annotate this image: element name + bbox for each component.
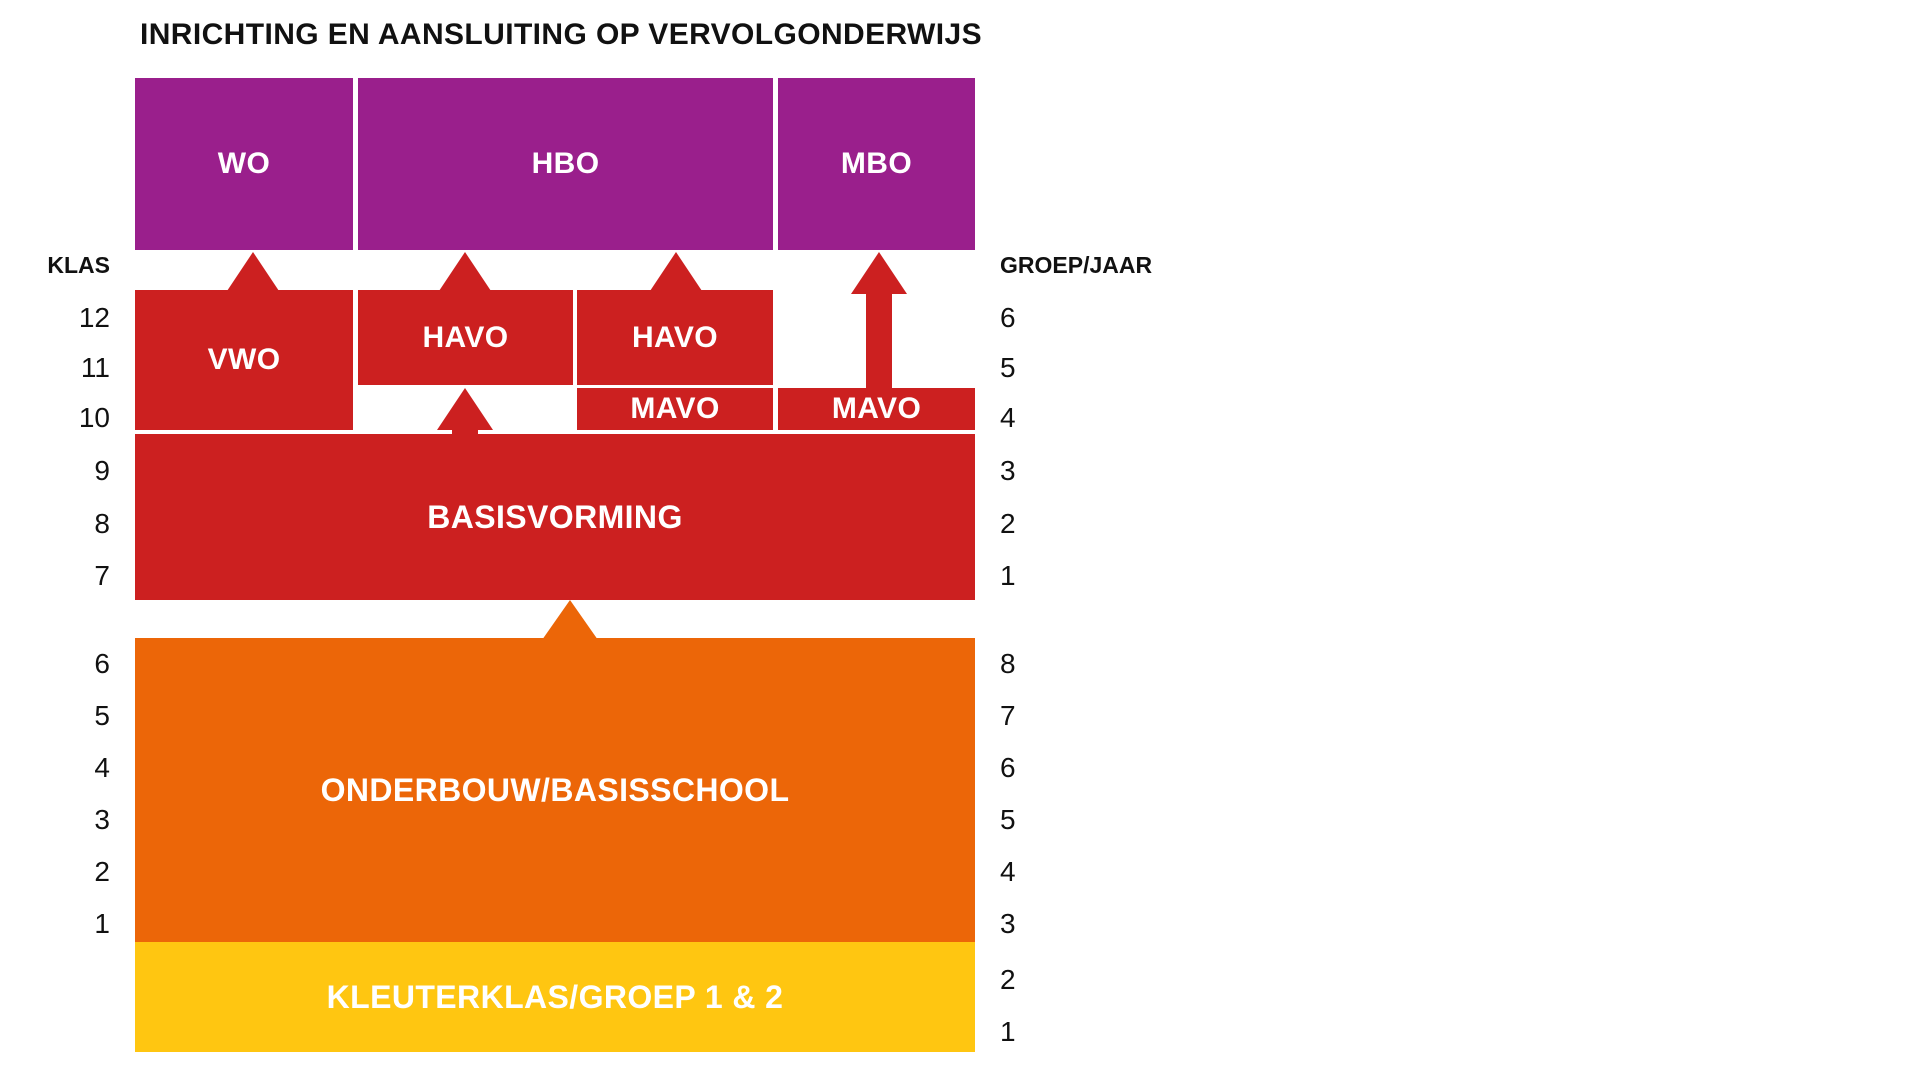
block-kleuterklas: KLEUTERKLAS/GROEP 1 & 2 [135, 942, 975, 1052]
block-mbo: MBO [778, 78, 975, 250]
axis-left-number-8: 8 [94, 508, 110, 539]
axis-left-number-6: 6 [94, 648, 110, 679]
axis-right-number-1-kindergarten: 1 [1000, 1016, 1016, 1047]
axis-right-number-7-primary: 7 [1000, 700, 1016, 731]
block-havo-left: HAVO [358, 290, 573, 385]
arrow-havo2-to-hbo-head [648, 252, 704, 294]
block-basisvorming-label: BASISVORMING [427, 498, 683, 535]
block-onderbouw-basisschool: ONDERBOUW/BASISSCHOOL [135, 638, 975, 942]
block-hbo-label: HBO [531, 147, 600, 180]
axis-left-number-4: 4 [94, 752, 110, 783]
axis-right-number-2-kindergarten: 2 [1000, 964, 1016, 995]
arrow-mavo-to-mbo-shaft [866, 290, 892, 390]
axis-left-header: KLAS [47, 252, 110, 278]
axis-right-number-3-primary: 3 [1000, 908, 1016, 939]
arrow-basisvorming-to-havo-head [437, 388, 493, 430]
arrow-vwo-to-wo-head [225, 252, 281, 294]
arrow-onderbouw-to-basisvorming-head [542, 600, 598, 640]
axis-left-number-12: 12 [78, 302, 110, 333]
axis-left-number-3: 3 [94, 804, 110, 835]
axis-right-number-5-primary: 5 [1000, 804, 1016, 835]
block-hbo: HBO [358, 78, 773, 250]
block-havo-left-label: HAVO [422, 320, 509, 354]
axis-left-number-1: 1 [94, 908, 110, 939]
axis-right-number-6: 6 [1000, 302, 1016, 333]
axis-left-number-11: 11 [80, 352, 110, 383]
block-mavo-right: MAVO [778, 388, 975, 430]
block-vwo: VWO [135, 290, 353, 430]
axis-left-number-10: 10 [78, 402, 110, 433]
axis-right-number-1: 1 [1000, 560, 1016, 591]
axis-right-header: GROEP/JAAR [1000, 252, 1153, 278]
block-basisvorming: BASISVORMING [135, 434, 975, 600]
axis-right-number-5: 5 [1000, 352, 1016, 383]
arrow-mavo-to-mbo-head [851, 252, 907, 294]
axis-left-number-5: 5 [94, 700, 110, 731]
block-vwo-label: VWO [207, 343, 281, 376]
block-mavo-right-label: MAVO [831, 392, 922, 425]
axis-right-number-4-primary: 4 [1000, 856, 1016, 887]
axis-right-number-4: 4 [1000, 402, 1016, 433]
page-title: INRICHTING EN AANSLUITING OP VERVOLGONDE… [140, 18, 982, 51]
arrow-havo1-to-hbo-head [437, 252, 493, 294]
block-havo-right-label: HAVO [631, 320, 719, 354]
block-havo-right: HAVO [577, 290, 773, 385]
block-kleuterklas-label: KLEUTERKLAS/GROEP 1 & 2 [326, 978, 784, 1015]
axis-right-number-2: 2 [1000, 508, 1016, 539]
block-wo: WO [135, 78, 353, 250]
block-mbo-label: MBO [840, 147, 913, 180]
axis-right-number-8-primary: 8 [1000, 648, 1016, 679]
axis-left-number-2: 2 [94, 856, 110, 887]
axis-right-number-6-primary: 6 [1000, 752, 1016, 783]
block-onderbouw-basisschool-label: ONDERBOUW/BASISSCHOOL [320, 771, 790, 808]
axis-right-number-3: 3 [1000, 455, 1016, 486]
block-wo-label: WO [217, 147, 271, 180]
block-mavo-left: MAVO [577, 388, 773, 430]
block-mavo-left-label: MAVO [630, 392, 720, 425]
axis-left-number-7: 7 [94, 560, 110, 591]
axis-left-number-9: 9 [94, 455, 110, 486]
